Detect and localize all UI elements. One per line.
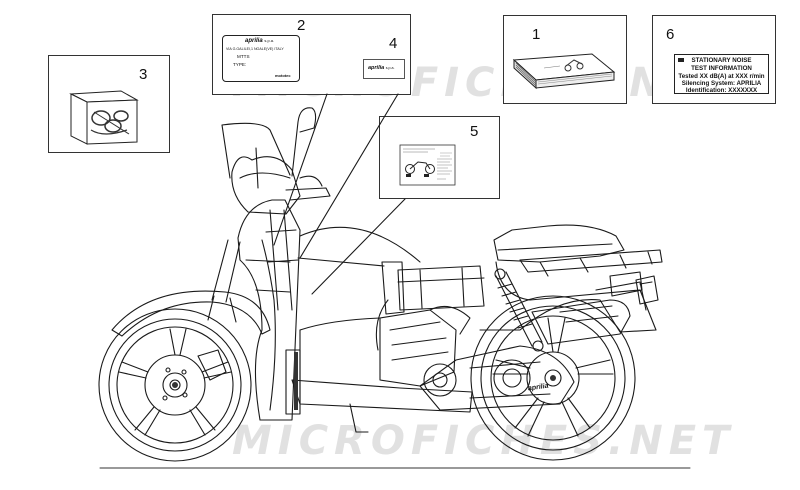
front-wheel [98,308,252,462]
plate-brand: aprilia [245,38,263,44]
plate-suffix: s.p.a. [264,38,275,43]
part-box-6[interactable]: 6 STATIONARY NOISE TEST INFORMATION Test… [652,15,776,104]
id-plate-label: aprilia s.p.a. VIA G.GALILEI,1 NOALE(VE)… [222,35,300,82]
plate-maker: mototec [275,73,291,78]
callout-3: 3 [139,66,148,83]
callout-1: 1 [532,26,541,43]
part-box-5[interactable]: 5 [379,116,500,199]
leader-line-5 [311,198,406,295]
rear-rack [519,249,663,273]
noise-line2: TEST INFORMATION [691,65,752,72]
label-marker-icon [678,58,684,62]
part-box-3[interactable]: 3 [48,55,170,153]
watermark-bottom: MICROFICHES.NET [232,418,736,464]
callout-4: 4 [389,35,398,52]
noise-line4: Silencing System: APRILIA [681,80,762,87]
noise-line3: Tested XX dB(A) at XXX r/min [678,73,765,80]
plate-line1: MTTS [237,54,250,59]
plate-address: VIA G.GALILEI,1 NOALE(VE) ITALY [226,47,284,51]
noise-line5: Identification: XXXXXXX [685,87,758,94]
owners-manual-icon [512,53,616,90]
callout-6: 6 [666,26,675,43]
rear-wheel [470,295,636,461]
part-box-1[interactable]: 1 [503,15,627,104]
leader-line-2 [273,93,328,246]
callout-5: 5 [470,123,479,140]
rear-shock-absorber [494,268,544,352]
callout-2: 2 [297,17,306,34]
leader-line-4 [299,93,399,259]
decal-kit-icon [69,90,139,145]
brand-sticker: aprilia s.p.a. [363,59,405,79]
tyre-pressure-label-icon [399,144,456,186]
seat [493,224,625,263]
noise-line1: STATIONARY NOISE [691,57,752,64]
plate-line2: TYPE: [233,62,247,67]
sticker-brand: aprilia [368,65,385,71]
noise-test-label: STATIONARY NOISE TEST INFORMATION Tested… [674,54,769,94]
sticker-suffix: s.p.a. [385,66,395,70]
part-box-2-4[interactable]: 2 4 aprilia s.p.a. VIA G.GALILEI,1 NOALE… [212,14,411,95]
